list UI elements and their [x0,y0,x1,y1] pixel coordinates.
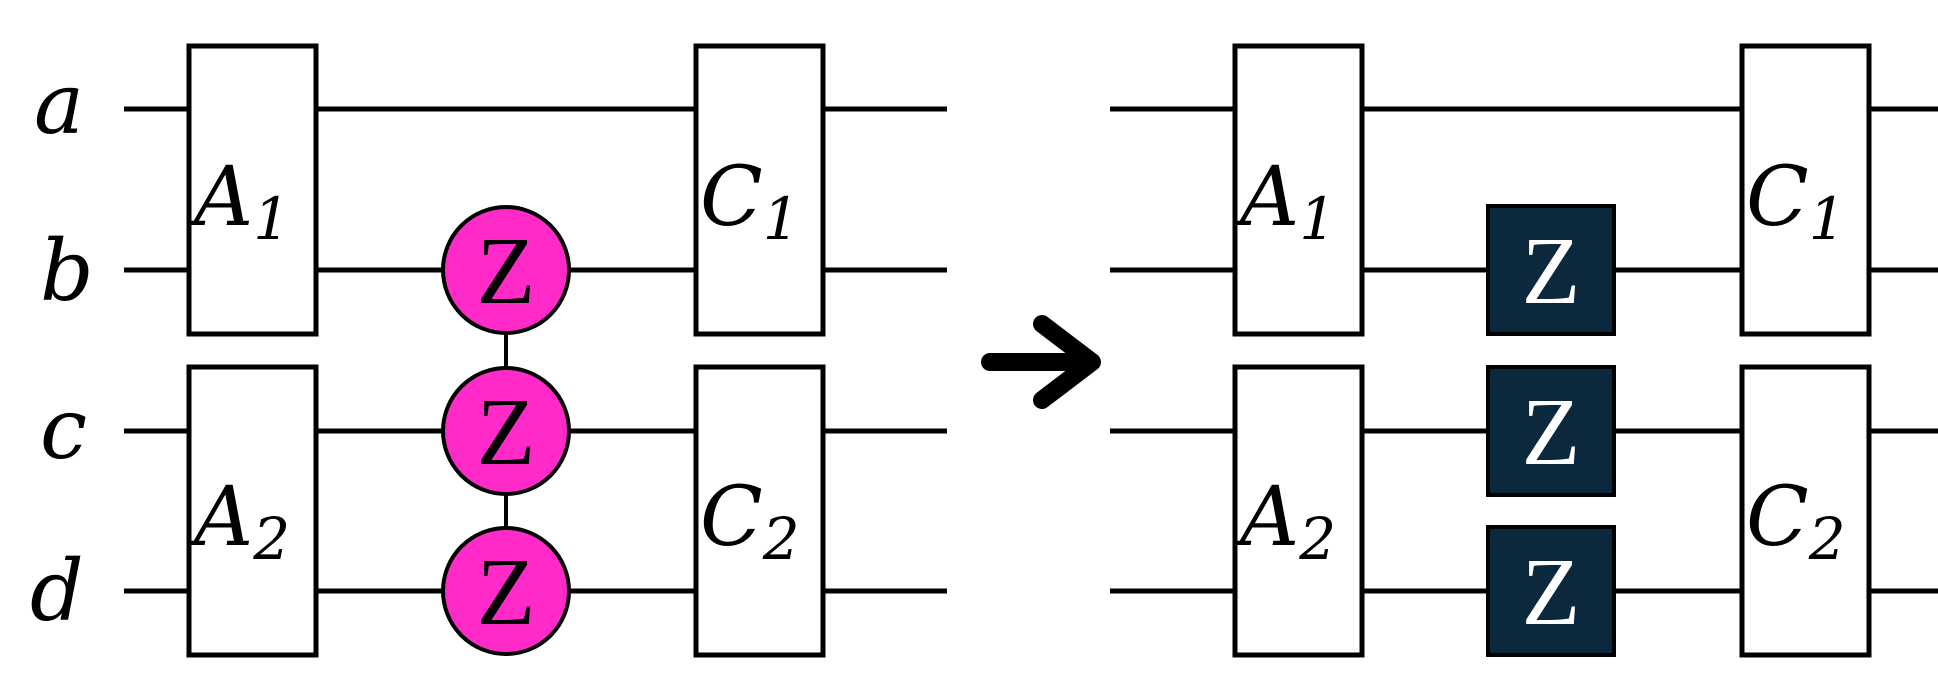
right-gate-a2: A2 [1232,364,1365,658]
z-node-b: Z [441,205,571,335]
gate-subscript: 2 [762,505,800,573]
svg-text:C2: C2 [700,470,800,573]
z-gate-label: Z [1522,538,1581,645]
svg-text:C1: C1 [1746,150,1846,253]
svg-text:C1: C1 [700,150,800,253]
z-gate-label: Z [1522,378,1581,485]
right-z-gate-c: Z [1486,365,1616,497]
wire-label-b: b [40,222,94,320]
right-z-gate-d: Z [1486,525,1616,657]
gate-subscript: 2 [1298,505,1336,573]
gate-subscript: 1 [763,185,800,253]
gate-subscript: 1 [1809,185,1846,253]
z-node-label: Z [477,217,536,324]
left-gate-c1: C1 [693,43,826,337]
z-node-label: Z [477,538,536,645]
svg-text:A2: A2 [187,470,290,573]
svg-text:A1: A1 [187,150,290,253]
gate-subscript: 1 [253,185,290,253]
left-gate-a2: A2 [186,364,319,658]
wire-label-a: a [34,55,84,153]
svg-text:A2: A2 [1233,470,1336,573]
wire-label-d: d [30,542,84,640]
right-gate-c2: C2 [1739,364,1872,658]
z-node-c: Z [441,366,571,496]
gate-name: A [1233,470,1299,565]
gate-subscript: 2 [1808,505,1846,573]
z-node-d: Z [441,526,571,656]
gate-name: A [1233,150,1299,245]
left-circuit: A1 A2 Z Z Z C1 [124,43,947,658]
gate-name: C [700,470,763,565]
left-gate-a1: A1 [186,43,319,337]
gate-name: A [187,150,253,245]
gate-name: C [1746,470,1809,565]
gate-name: A [187,470,253,565]
right-circuit: A1 A2 Z Z Z C1 C2 [1110,43,1938,658]
left-gate-c2: C2 [693,364,826,658]
svg-text:A1: A1 [1233,150,1336,253]
right-z-gate-b: Z [1486,204,1616,336]
z-gate-label: Z [1522,217,1581,324]
gate-subscript: 1 [1299,185,1336,253]
right-gate-c1: C1 [1739,43,1872,337]
left-z-interaction: Z Z Z [441,205,571,656]
gate-name: C [1746,150,1809,245]
z-node-label: Z [477,378,536,485]
right-arrow-icon [981,315,1101,409]
right-gate-a1: A1 [1232,43,1365,337]
gate-subscript: 2 [252,505,290,573]
gate-name: C [700,150,763,245]
wire-label-c: c [40,380,87,478]
svg-text:C2: C2 [1746,470,1846,573]
